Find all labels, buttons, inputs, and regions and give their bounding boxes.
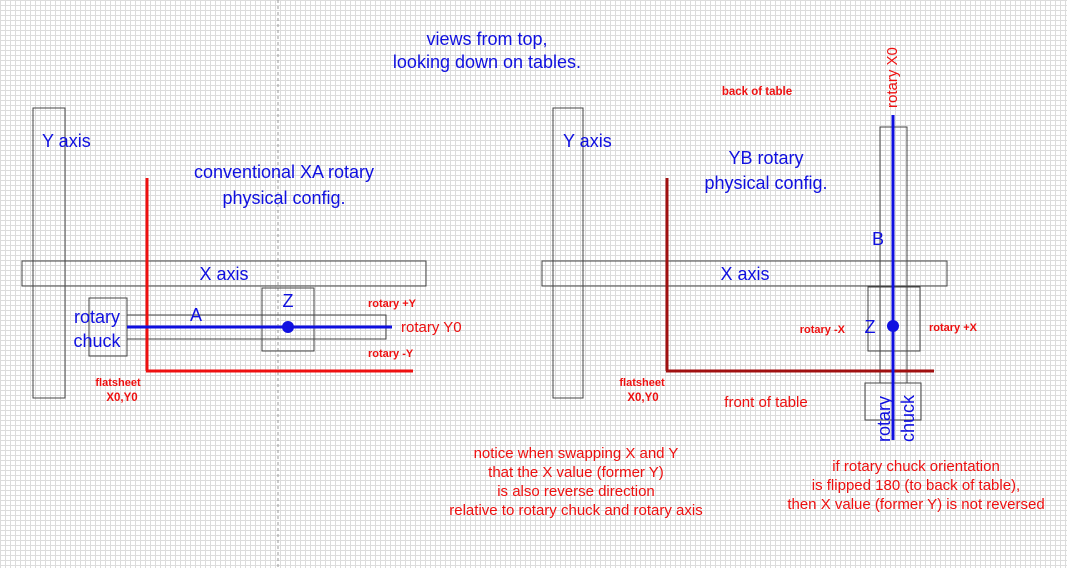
right-x-axis-box [541,260,948,287]
left-rotary-y0-label: rotary Y0 [401,319,462,336]
left-origin-label: X0,Y0 [106,392,137,404]
right-front-of-table-label: front of table [724,394,807,411]
left-z-point [282,321,294,333]
right-y-axis-label: Y axis [563,131,612,151]
swap-note-line-2: that the X value (former Y) [488,464,664,481]
left-rotary-label-1: rotary [74,307,120,327]
title-line-2: looking down on tables. [393,52,581,72]
right-config-line-1: YB rotary [728,148,803,168]
left-rotary-plus-y-label: rotary +Y [368,298,417,310]
right-x-axis-label: X axis [720,264,769,284]
right-diagram: Y axis X axis back of table rotary X0 YB… [541,47,978,442]
left-z-head-box [261,287,315,352]
flip-note: if rotary chuck orientation is flipped 1… [787,458,1044,513]
right-origin-label: X0,Y0 [627,392,658,404]
right-b-label: B [872,229,884,249]
right-z-label: Z [865,317,876,337]
left-a-label: A [190,305,202,325]
left-rotary-label-2: chuck [73,331,121,351]
left-rotary-minus-y-label: rotary -Y [368,348,414,360]
left-y-axis-label: Y axis [42,131,91,151]
left-flatsheet-label: flatsheet [95,377,141,389]
right-rotary-minus-x-label: rotary -X [800,324,846,336]
left-config-line-2: physical config. [222,188,345,208]
right-z-point [887,320,899,332]
right-back-of-table-label: back of table [722,86,792,98]
flip-note-line-1: if rotary chuck orientation [832,458,1000,475]
title-line-1: views from top, [426,29,547,49]
left-config-line-1: conventional XA rotary [194,162,374,182]
left-diagram: Y axis X axis conventional XA rotary phy… [21,107,462,404]
flip-note-line-3: then X value (former Y) is not reversed [787,496,1044,513]
left-x-axis-box [21,260,427,287]
left-x-axis-label: X axis [199,264,248,284]
flip-note-line-2: is flipped 180 (to back of table), [812,477,1020,494]
right-flatsheet-label: flatsheet [619,377,665,389]
left-y-axis-box [32,107,66,399]
right-rotary-plus-x-label: rotary +X [929,322,978,334]
right-rotary-x0-label: rotary X0 [884,47,901,108]
right-y-axis-box [552,107,584,399]
swap-note-line-4: relative to rotary chuck and rotary axis [449,502,702,519]
right-config-line-2: physical config. [704,173,827,193]
right-chuck-label-1: rotary [874,396,894,442]
left-z-label: Z [283,291,294,311]
swap-note: notice when swapping X and Y that the X … [449,445,702,519]
swap-note-line-3: is also reverse direction [497,483,655,500]
swap-note-line-1: notice when swapping X and Y [474,445,679,462]
right-chuck-label-2: chuck [898,394,918,442]
